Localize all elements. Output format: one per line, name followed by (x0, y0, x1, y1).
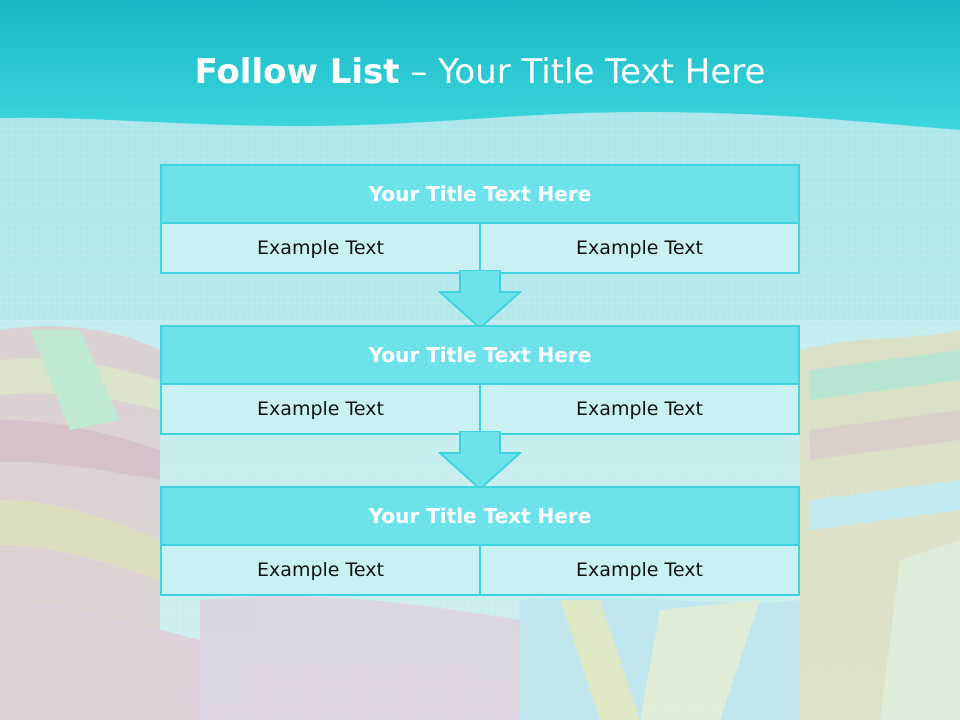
block-row: Example Text Example Text (162, 546, 798, 594)
block-title: Your Title Text Here (162, 166, 798, 224)
block-row: Example Text Example Text (162, 224, 798, 272)
title-bold-part: Follow List (194, 52, 400, 92)
block-cell-right: Example Text (479, 385, 798, 433)
block-cell-left: Example Text (257, 559, 384, 581)
block-cell-left: Example Text (257, 237, 384, 259)
down-arrow-icon (438, 270, 522, 330)
block-cell-left: Example Text (257, 398, 384, 420)
block-cell-right: Example Text (479, 224, 798, 272)
list-block-1: Your Title Text Here Example Text Exampl… (160, 164, 800, 274)
block-row: Example Text Example Text (162, 385, 798, 433)
block-title: Your Title Text Here (162, 488, 798, 546)
block-cell-right: Example Text (479, 546, 798, 594)
block-title: Your Title Text Here (162, 327, 798, 385)
page-title: Follow List – Your Title Text Here (0, 52, 960, 92)
list-block-2: Your Title Text Here Example Text Exampl… (160, 325, 800, 435)
title-rest-part: – Your Title Text Here (399, 52, 766, 92)
list-block-3: Your Title Text Here Example Text Exampl… (160, 486, 800, 596)
down-arrow-icon (438, 431, 522, 491)
